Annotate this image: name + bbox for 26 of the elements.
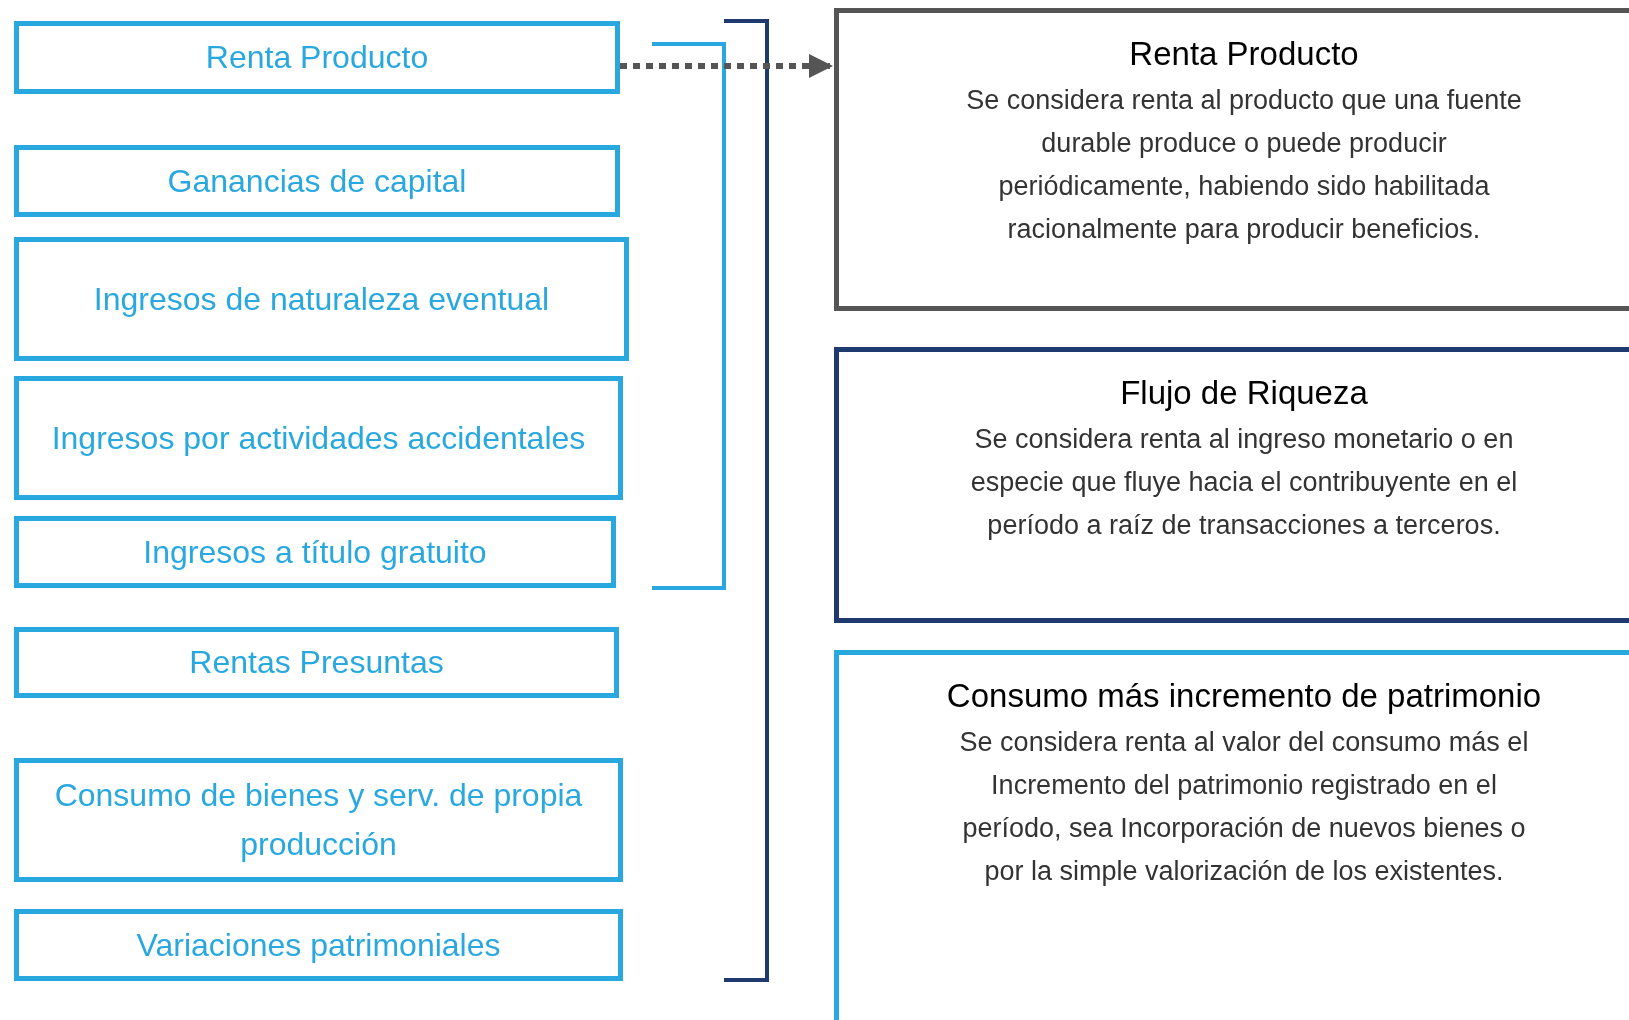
definition-box [834,347,1629,623]
box-description: Se considera renta al ingreso monetario o en especie que fluye hacia el contribuyente en el período a raíz de transacciones a terceros. [969,423,1519,542]
box-heading: Renta Producto [1128,34,1360,74]
category-label: Rentas Presuntas [189,643,444,682]
category-label: Ingresos por actividades accidentales [51,418,586,458]
category-box [14,758,623,882]
category-label: Variaciones patrimoniales [136,925,501,965]
box-description: Se considera renta al valor del consumo más el Incremento del patrimonio registrado en el período, sea Incorporación de nuevos bienes o por la simple valorización de los existentes. [958,726,1530,888]
definition-box [834,8,1629,311]
category-box [14,237,629,361]
category-label: Ingresos a título gratuito [143,532,487,572]
category-box [14,627,619,698]
category-box [14,516,616,588]
dotted-arrow [620,54,833,78]
box-description: Se considera renta al producto que una fuente durable produce o puede producir periódicamente, habiendo sido habilitada racionalmente para producir beneficios. [965,84,1523,246]
definition-box [834,650,1629,1020]
category-label: Ingresos de naturaleza eventual [93,279,550,319]
box-heading: Flujo de Riqueza [1119,373,1369,413]
category-box [14,376,623,500]
box-heading: Consumo más incremento de patrimonio [945,676,1543,716]
category-box [14,909,623,981]
category-label: Consumo de bienes y serv. de propia producción [53,776,584,864]
category-box [14,21,620,94]
category-box [14,145,620,217]
category-label: Ganancias de capital [167,161,467,201]
category-label: Renta Producto [205,38,429,77]
